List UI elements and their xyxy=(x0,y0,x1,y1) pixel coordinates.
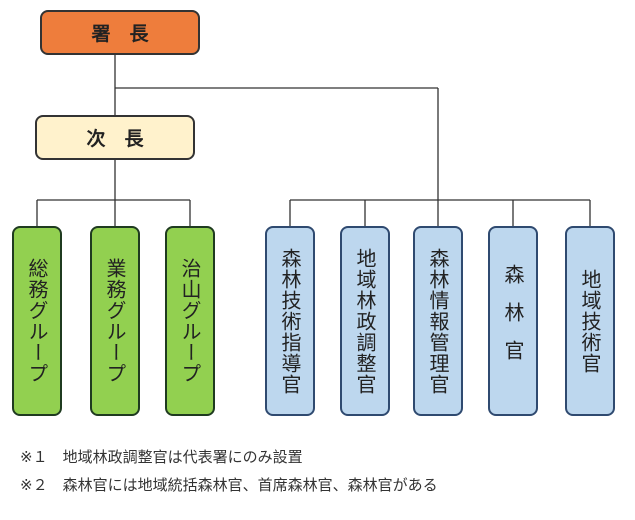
footnote-1: ※１ 地域林政調整官は代表署にのみ設置 xyxy=(20,448,303,466)
officer-regional-forest-policy: 地域林政調整官 xyxy=(340,226,390,416)
group-erosion-control: 治山グループ xyxy=(165,226,215,416)
group-label: 治山グループ xyxy=(178,258,202,384)
officer-label: 森林技術指導官 xyxy=(278,247,302,395)
group-general-affairs: 総務グループ xyxy=(12,226,62,416)
officer-label: 地域技術官 xyxy=(578,268,602,374)
chief-label: 署 長 xyxy=(91,23,149,45)
deputy-box: 次 長 xyxy=(35,115,195,160)
group-label: 業務グループ xyxy=(103,258,127,384)
deputy-label: 次 長 xyxy=(86,128,144,150)
chief-box: 署 長 xyxy=(40,10,200,55)
officer-label: 森林情報管理官 xyxy=(426,247,450,395)
group-label: 総務グループ xyxy=(25,258,49,384)
officer-forest-information: 森林情報管理官 xyxy=(413,226,463,416)
group-operations: 業務グループ xyxy=(90,226,140,416)
officer-forest-technical-guidance: 森林技術指導官 xyxy=(265,226,315,416)
officer-label: 地域林政調整官 xyxy=(353,247,377,395)
officer-regional-technical: 地域技術官 xyxy=(565,226,615,416)
officer-forest-officer: 森林官 xyxy=(488,226,538,416)
officer-label: 森林官 xyxy=(501,264,525,378)
footnote-2: ※２ 森林官には地域統括森林官、首席森林官、森林官がある xyxy=(20,476,438,494)
